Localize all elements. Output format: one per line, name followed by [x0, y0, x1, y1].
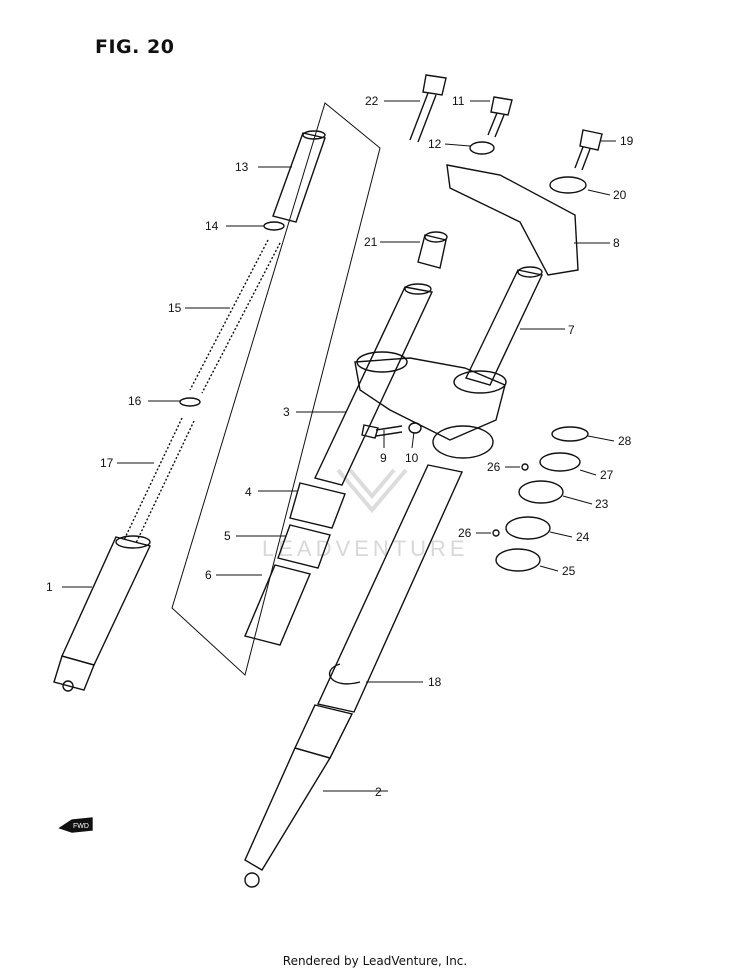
part-20-washer: [549, 176, 587, 194]
part-19-bolt: [574, 129, 603, 171]
part-23-race: [518, 480, 564, 504]
callout-6: 6: [205, 568, 212, 582]
part-12-washer: [469, 141, 495, 155]
callout-15: 15: [168, 301, 182, 315]
part-2-fork-leg: [244, 464, 463, 888]
part-26-ball: [521, 463, 529, 471]
callout-19: 19: [620, 134, 634, 148]
part-13-spacer: [272, 130, 326, 223]
callout-27: 27: [600, 468, 614, 482]
watermark-text: LEADVENTURE: [262, 536, 469, 561]
callout-28: 28: [618, 434, 632, 448]
callout-13: 13: [235, 160, 249, 174]
part-15-spring: [189, 239, 281, 394]
callout-10: 10: [405, 451, 419, 465]
leader-lines: [62, 100, 616, 792]
part-22-bolt: [409, 74, 447, 143]
svg-text:FWD: FWD: [73, 823, 89, 830]
callout-labels: 1 2 3 4 5 6 7 8 9 10 11 12 13 14 15 16 1…: [46, 94, 634, 799]
fwd-arrow-icon: FWD: [58, 817, 93, 833]
callout-23: 23: [595, 497, 609, 511]
part-14-washer: [263, 221, 285, 231]
watermark: LEADVENTURE: [262, 468, 469, 561]
part-26-ball-2: [492, 529, 500, 537]
part-11-bolt: [487, 96, 513, 138]
callout-12: 12: [428, 137, 442, 151]
callout-16: 16: [128, 394, 142, 408]
part-28-ring: [551, 426, 589, 442]
part-17-spring: [123, 417, 195, 544]
part-3-inner-tube: [314, 283, 434, 486]
part-5-seal: [277, 524, 331, 569]
part-1-outer-tube: [53, 535, 151, 692]
callout-26-second: 26: [458, 526, 472, 540]
callout-3: 3: [283, 405, 290, 419]
callout-25: 25: [562, 564, 576, 578]
part-25-race: [495, 548, 541, 572]
callout-21: 21: [364, 235, 378, 249]
callout-1: 1: [46, 580, 53, 594]
footer-credit: Rendered by LeadVenture, Inc.: [282, 954, 468, 968]
part-27-nut: [539, 452, 581, 472]
part-18-clip: [328, 663, 361, 685]
callout-4: 4: [245, 485, 252, 499]
callout-8: 8: [613, 236, 620, 250]
part-10-washer: [408, 422, 422, 434]
part-21-cap: [417, 231, 448, 269]
part-16-washer: [179, 397, 201, 407]
callout-26: 26: [487, 460, 501, 474]
part-6-damper-rod: [244, 564, 311, 646]
inset-box: [171, 102, 381, 676]
callout-17: 17: [100, 456, 114, 470]
figure-title: FIG. 20: [95, 36, 175, 58]
callout-7: 7: [568, 323, 575, 337]
callout-22: 22: [365, 94, 379, 108]
callout-2: 2: [375, 785, 382, 799]
callout-24: 24: [576, 530, 590, 544]
callout-9: 9: [380, 451, 387, 465]
callout-5: 5: [224, 529, 231, 543]
callout-18: 18: [428, 675, 442, 689]
part-9-bolt: [361, 424, 403, 439]
part-7-steering-stem: [354, 266, 544, 459]
part-24-bearing: [505, 516, 551, 540]
part-4-bushing: [289, 482, 346, 529]
callout-14: 14: [205, 219, 219, 233]
callout-11: 11: [452, 94, 465, 108]
callout-20: 20: [613, 188, 627, 202]
part-8-bracket: [446, 164, 579, 276]
